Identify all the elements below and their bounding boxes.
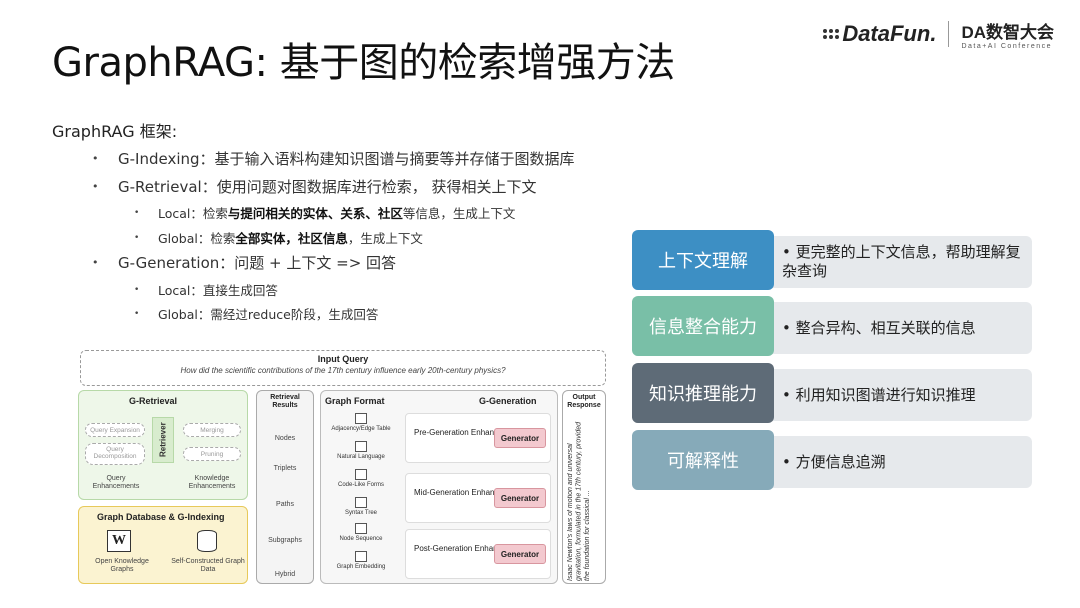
document-icon: [355, 441, 367, 452]
result-subgraphs: Subgraphs: [268, 537, 302, 544]
capability-label: 上下文理解: [632, 230, 774, 290]
output-response-heading: Output Response: [567, 394, 601, 409]
graphrag-diagram: Input Query How did the scientific contr…: [78, 350, 608, 586]
capability-desc: • 整合异构、相互关联的信息: [782, 318, 976, 337]
input-query-heading: Input Query: [317, 354, 369, 364]
format-graph-embedding: Graph Embedding: [325, 551, 397, 570]
format-syntax-tree: Syntax Tree: [325, 497, 397, 516]
mid-generation-label: Mid-Generation Enhancements: [414, 488, 525, 497]
capability-desc: • 更完整的上下文信息，帮助理解复杂查询: [782, 243, 1021, 280]
result-hybrid: Hybrid: [274, 571, 296, 578]
merging-box: Merging: [183, 423, 241, 437]
wiki-icon: W: [107, 530, 131, 552]
output-response-box: Output Response Isaac Newton's laws of m…: [562, 390, 606, 584]
input-query-text: How did the scientific contributions of …: [180, 366, 506, 375]
query-expansion-box: Query Expansion: [85, 423, 145, 437]
capability-explainability: 可解释性 • 方便信息追溯: [632, 430, 1032, 490]
pruning-box: Pruning: [183, 447, 241, 461]
graph-database-heading: Graph Database & G-Indexing: [97, 512, 225, 522]
format-adjacency: Adjacency/Edge Table: [325, 413, 397, 432]
post-generation-label: Post-Generation Enhancements: [414, 544, 528, 553]
logo-divider: [948, 21, 950, 47]
result-paths: Paths: [276, 501, 294, 508]
format-code-like: Code-Like Forms: [325, 469, 397, 488]
post-generation-box: Post-Generation Enhancements Generator: [405, 529, 551, 579]
dots-icon: [823, 29, 840, 39]
generator-mid: Generator: [494, 488, 546, 508]
capability-label: 可解释性: [632, 430, 774, 490]
input-query-box: Input Query How did the scientific contr…: [80, 350, 606, 386]
tree-icon: [355, 497, 367, 508]
format-natural-language: Natural Language: [325, 441, 397, 460]
g-retrieval-box: G-Retrieval Query Expansion Query Decomp…: [78, 390, 248, 500]
da-logo-main: DA数智大会: [961, 23, 1054, 42]
grid-icon: [355, 551, 367, 562]
capability-label: 信息整合能力: [632, 296, 774, 356]
capability-desc: • 利用知识图谱进行知识推理: [782, 385, 976, 404]
bullet-generation-global: •Global：需经过reduce阶段，生成回答: [134, 307, 379, 322]
output-response-text: Isaac Newton's laws of motion and univer…: [567, 421, 591, 581]
mid-generation-box: Mid-Generation Enhancements Generator: [405, 473, 551, 523]
g-generation-heading: G-Generation: [479, 396, 537, 406]
capability-reasoning: 知识推理能力 • 利用知识图谱进行知识推理: [632, 363, 1032, 423]
graph-format-heading: Graph Format: [325, 396, 385, 406]
datafun-logo-text: DataFun.: [842, 21, 937, 46]
retrieval-results-heading: Retrieval Results: [270, 394, 300, 409]
g-retrieval-heading: G-Retrieval: [129, 396, 178, 406]
code-icon: [355, 469, 367, 480]
retriever-box: Retriever: [152, 417, 174, 463]
framework-heading: GraphRAG 框架:: [52, 122, 178, 141]
capability-label: 知识推理能力: [632, 363, 774, 423]
bullet-g-indexing: •G-Indexing：基于输入语料构建知识图谱与摘要等并存储于图数据库: [92, 150, 575, 168]
graph-database-box: Graph Database & G-Indexing W Open Knowl…: [78, 506, 248, 584]
knowledge-enhancements-label: Knowledge Enhancements: [188, 475, 236, 491]
generator-post: Generator: [494, 544, 546, 564]
bullet-generation-local: •Local：直接生成回答: [134, 283, 278, 298]
graph-format-box: Graph Format G-Generation Adjacency/Edge…: [320, 390, 558, 584]
da-logo: DA数智大会 Data+AI Conference: [961, 18, 1054, 50]
result-triplets: Triplets: [273, 465, 297, 472]
logo: DataFun. DA数智大会 Data+AI Conference: [823, 18, 1054, 50]
bullet-retrieval-local: •Local：检索与提问相关的实体、关系、社区等信息，生成上下文: [134, 206, 516, 221]
datafun-logo: DataFun.: [823, 21, 936, 47]
open-knowledge-graphs-label: Open Knowledge Graphs: [95, 558, 149, 574]
generator-pre: Generator: [494, 428, 546, 448]
bullet-retrieval-global: •Global：检索全部实体，社区信息，生成上下文: [134, 231, 423, 246]
capability-context: 上下文理解 • 更完整的上下文信息，帮助理解复杂查询: [632, 230, 1032, 290]
capability-desc: • 方便信息追溯: [782, 452, 886, 471]
sequence-icon: [355, 523, 367, 534]
bullet-g-generation: •G-Generation：问题 + 上下文 => 回答: [92, 254, 397, 272]
database-icon: [197, 530, 217, 552]
format-node-sequence: Node Sequence: [325, 523, 397, 542]
result-nodes: Nodes: [274, 435, 296, 442]
da-logo-sub: Data+AI Conference: [961, 43, 1053, 50]
self-constructed-graph-label: Self-Constructed Graph Data: [171, 558, 245, 574]
query-decomposition-box: Query Decomposition: [85, 443, 145, 465]
retrieval-results-box: Retrieval Results Nodes Triplets Paths S…: [256, 390, 314, 584]
pre-generation-label: Pre-Generation Enhancements: [414, 428, 525, 437]
bullet-g-retrieval: •G-Retrieval：使用问题对图数据库进行检索， 获得相关上下文: [92, 178, 537, 196]
query-enhancements-label: Query Enhancements: [92, 475, 140, 491]
table-icon: [355, 413, 367, 424]
page-title: GraphRAG: 基于图的检索增强方法: [52, 40, 675, 86]
capability-integration: 信息整合能力 • 整合异构、相互关联的信息: [632, 296, 1032, 356]
pre-generation-box: Pre-Generation Enhancements Generator: [405, 413, 551, 463]
